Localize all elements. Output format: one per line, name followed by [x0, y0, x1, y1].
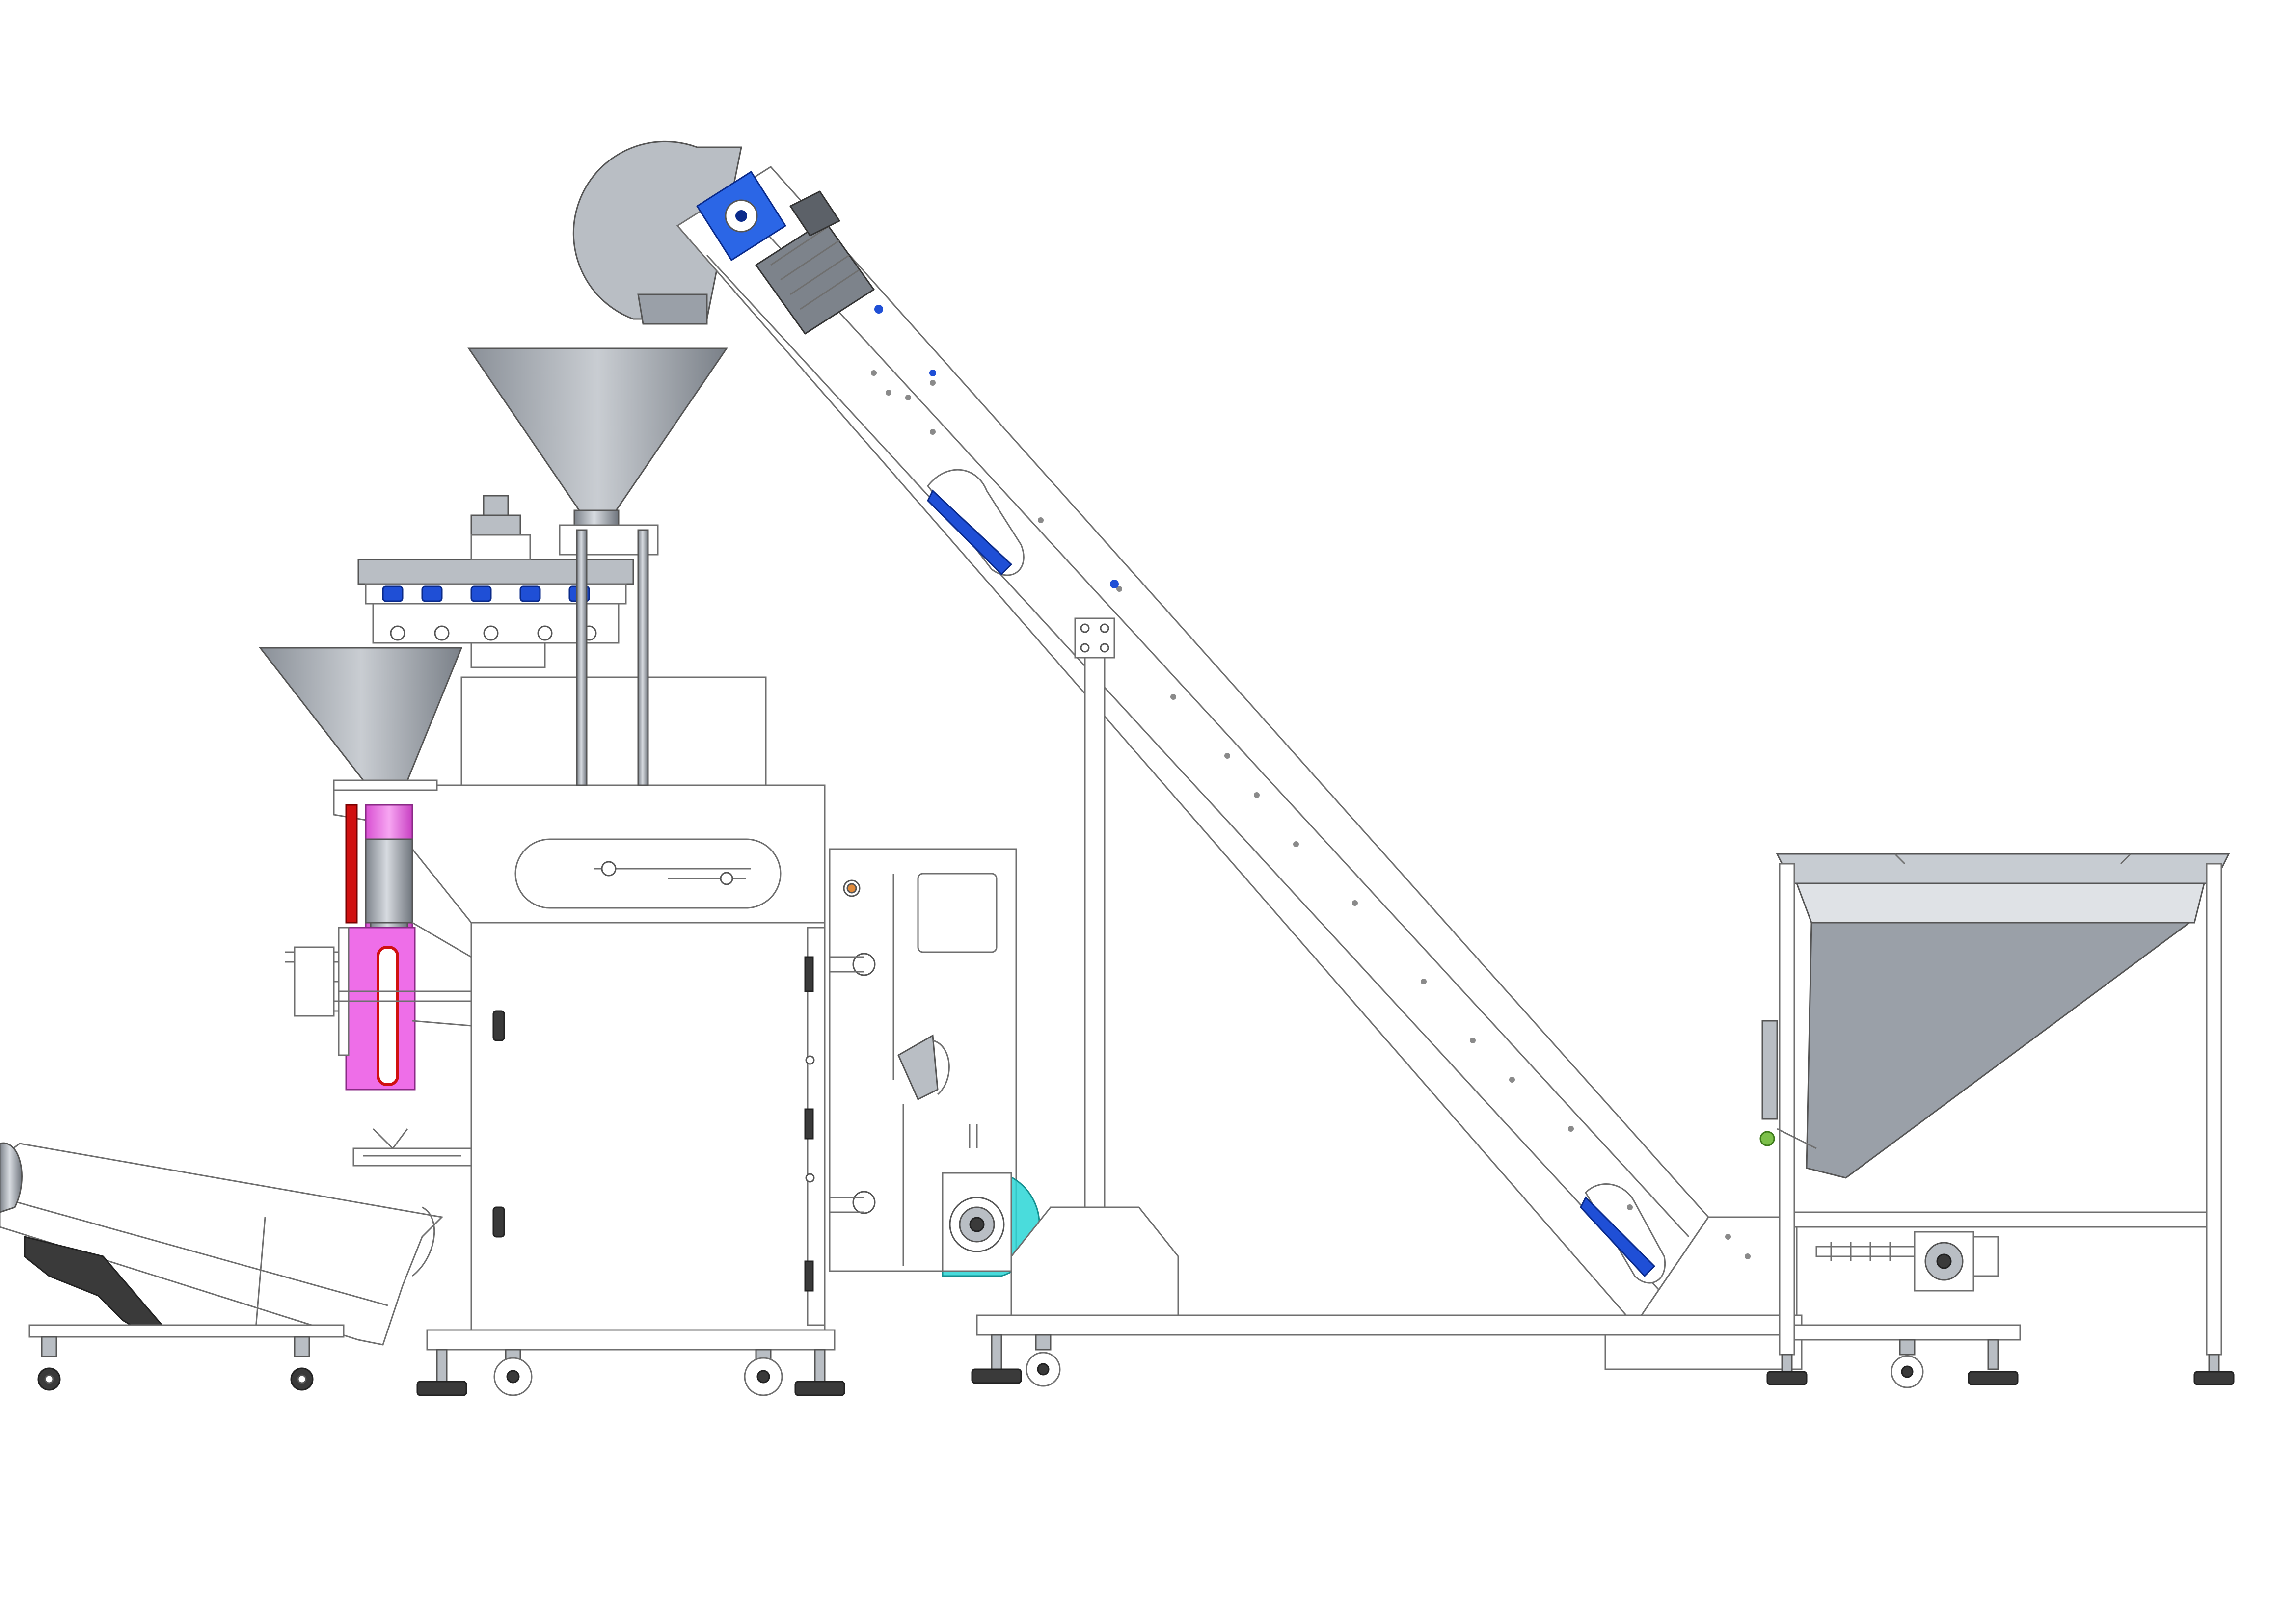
packing-machine — [258, 347, 1040, 1396]
caster-wheel-icon — [744, 1349, 783, 1396]
feed-hopper — [1759, 853, 2235, 1388]
leveling-foot-icon — [1766, 1354, 1808, 1385]
leveling-foot-icon — [416, 1349, 467, 1396]
caster-wheel-icon — [1891, 1339, 1924, 1388]
caster-wheel-icon — [493, 1349, 533, 1396]
outfeed-conveyor — [0, 1142, 444, 1391]
leveling-foot-icon — [794, 1349, 845, 1396]
motor-icon — [755, 190, 875, 335]
inspection-window-upper — [927, 469, 1025, 576]
bolt-holes — [871, 305, 1751, 1259]
gearbox-icon — [696, 170, 787, 262]
caster-wheel-icon — [37, 1336, 61, 1391]
caster-wheel-icon — [290, 1336, 314, 1391]
bearing-icon — [942, 1172, 1012, 1272]
leveling-foot-icon — [1968, 1339, 2019, 1385]
dosing-cups — [382, 585, 590, 602]
leveling-foot-icon — [2193, 1354, 2235, 1385]
caster-wheel-icon — [1026, 1334, 1061, 1387]
leveling-foot-icon — [971, 1334, 1022, 1384]
bearing-icon — [1914, 1231, 1974, 1292]
inspection-window-lower — [1580, 1183, 1666, 1284]
incline-bucket-conveyor — [572, 140, 1803, 1387]
